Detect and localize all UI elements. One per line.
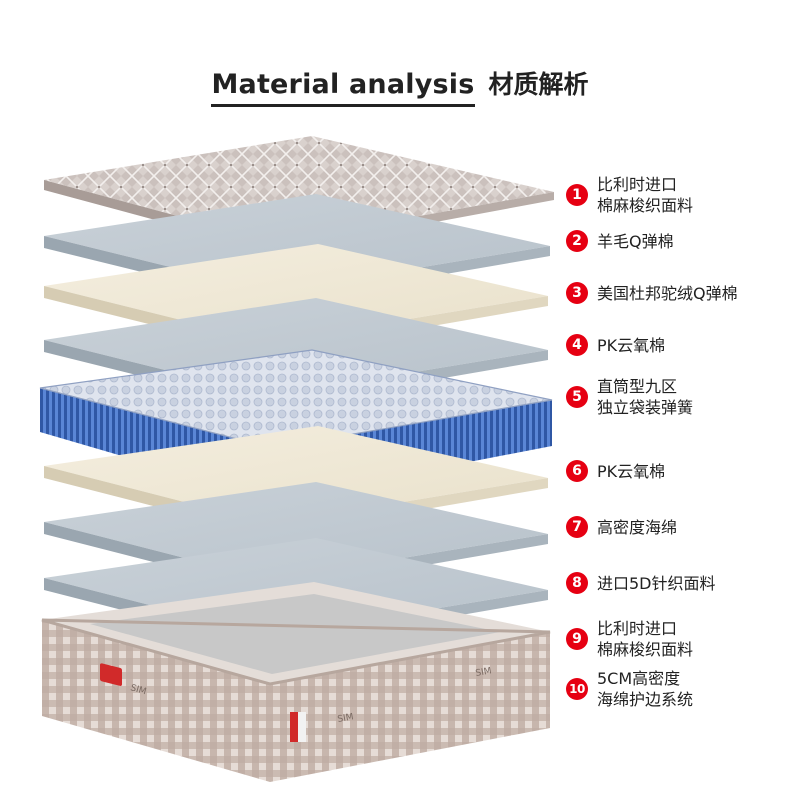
- title-english: Material analysis: [211, 68, 475, 107]
- legend-label: PK云氧棉: [597, 461, 666, 481]
- brand-tag-front: SIM: [337, 712, 355, 725]
- legend-item-7: 7 高密度海绵: [566, 516, 677, 538]
- legend-item-9: 9 比利时进口 棉麻梭织面料: [566, 618, 693, 660]
- legend-item-4: 4 PK云氧棉: [566, 334, 665, 356]
- legend-item-6: 6 PK云氧棉: [566, 460, 665, 482]
- number-badge: 8: [566, 572, 588, 594]
- number-badge: 6: [566, 460, 588, 482]
- legend-item-5: 5 直筒型九区 独立袋装弹簧: [566, 376, 693, 418]
- legend-label: 进口5D针织面料: [597, 573, 716, 593]
- title-chinese: 材质解析: [488, 70, 589, 99]
- brand-tag-left: SIM: [129, 683, 147, 697]
- legend-item-8: 8 进口5D针织面料: [566, 572, 716, 594]
- page-title: Material analysis 材质解析: [0, 68, 800, 107]
- legend-item-10: 10 5CM高密度 海绵护边系统: [566, 668, 693, 710]
- number-badge: 10: [566, 678, 588, 700]
- legend-label: 美国杜邦驼绒Q弹棉: [597, 283, 738, 303]
- legend-label: 比利时进口 棉麻梭织面料: [597, 619, 694, 659]
- number-badge: 3: [566, 282, 588, 304]
- legend-label: 羊毛Q弹棉: [597, 231, 674, 251]
- number-badge: 7: [566, 516, 588, 538]
- legend-label: PK云氧棉: [597, 335, 666, 355]
- brand-tag-right: SIM: [475, 666, 493, 679]
- legend-label: 比利时进口 棉麻梭织面料: [597, 175, 694, 215]
- legend-label: 高密度海绵: [597, 517, 678, 537]
- number-badge: 2: [566, 230, 588, 252]
- number-badge: 9: [566, 628, 588, 650]
- number-badge: 1: [566, 184, 588, 206]
- number-badge: 4: [566, 334, 588, 356]
- legend-item-1: 1 比利时进口 棉麻梭织面料: [566, 174, 693, 216]
- legend-item-3: 3 美国杜邦驼绒Q弹棉: [566, 282, 738, 304]
- legend-item-2: 2 羊毛Q弹棉: [566, 230, 674, 252]
- number-badge: 5: [566, 386, 588, 408]
- legend-label: 直筒型九区 独立袋装弹簧: [597, 377, 694, 417]
- layer-9-10-base-shape: [41, 582, 551, 782]
- legend-label: 5CM高密度 海绵护边系统: [597, 669, 694, 709]
